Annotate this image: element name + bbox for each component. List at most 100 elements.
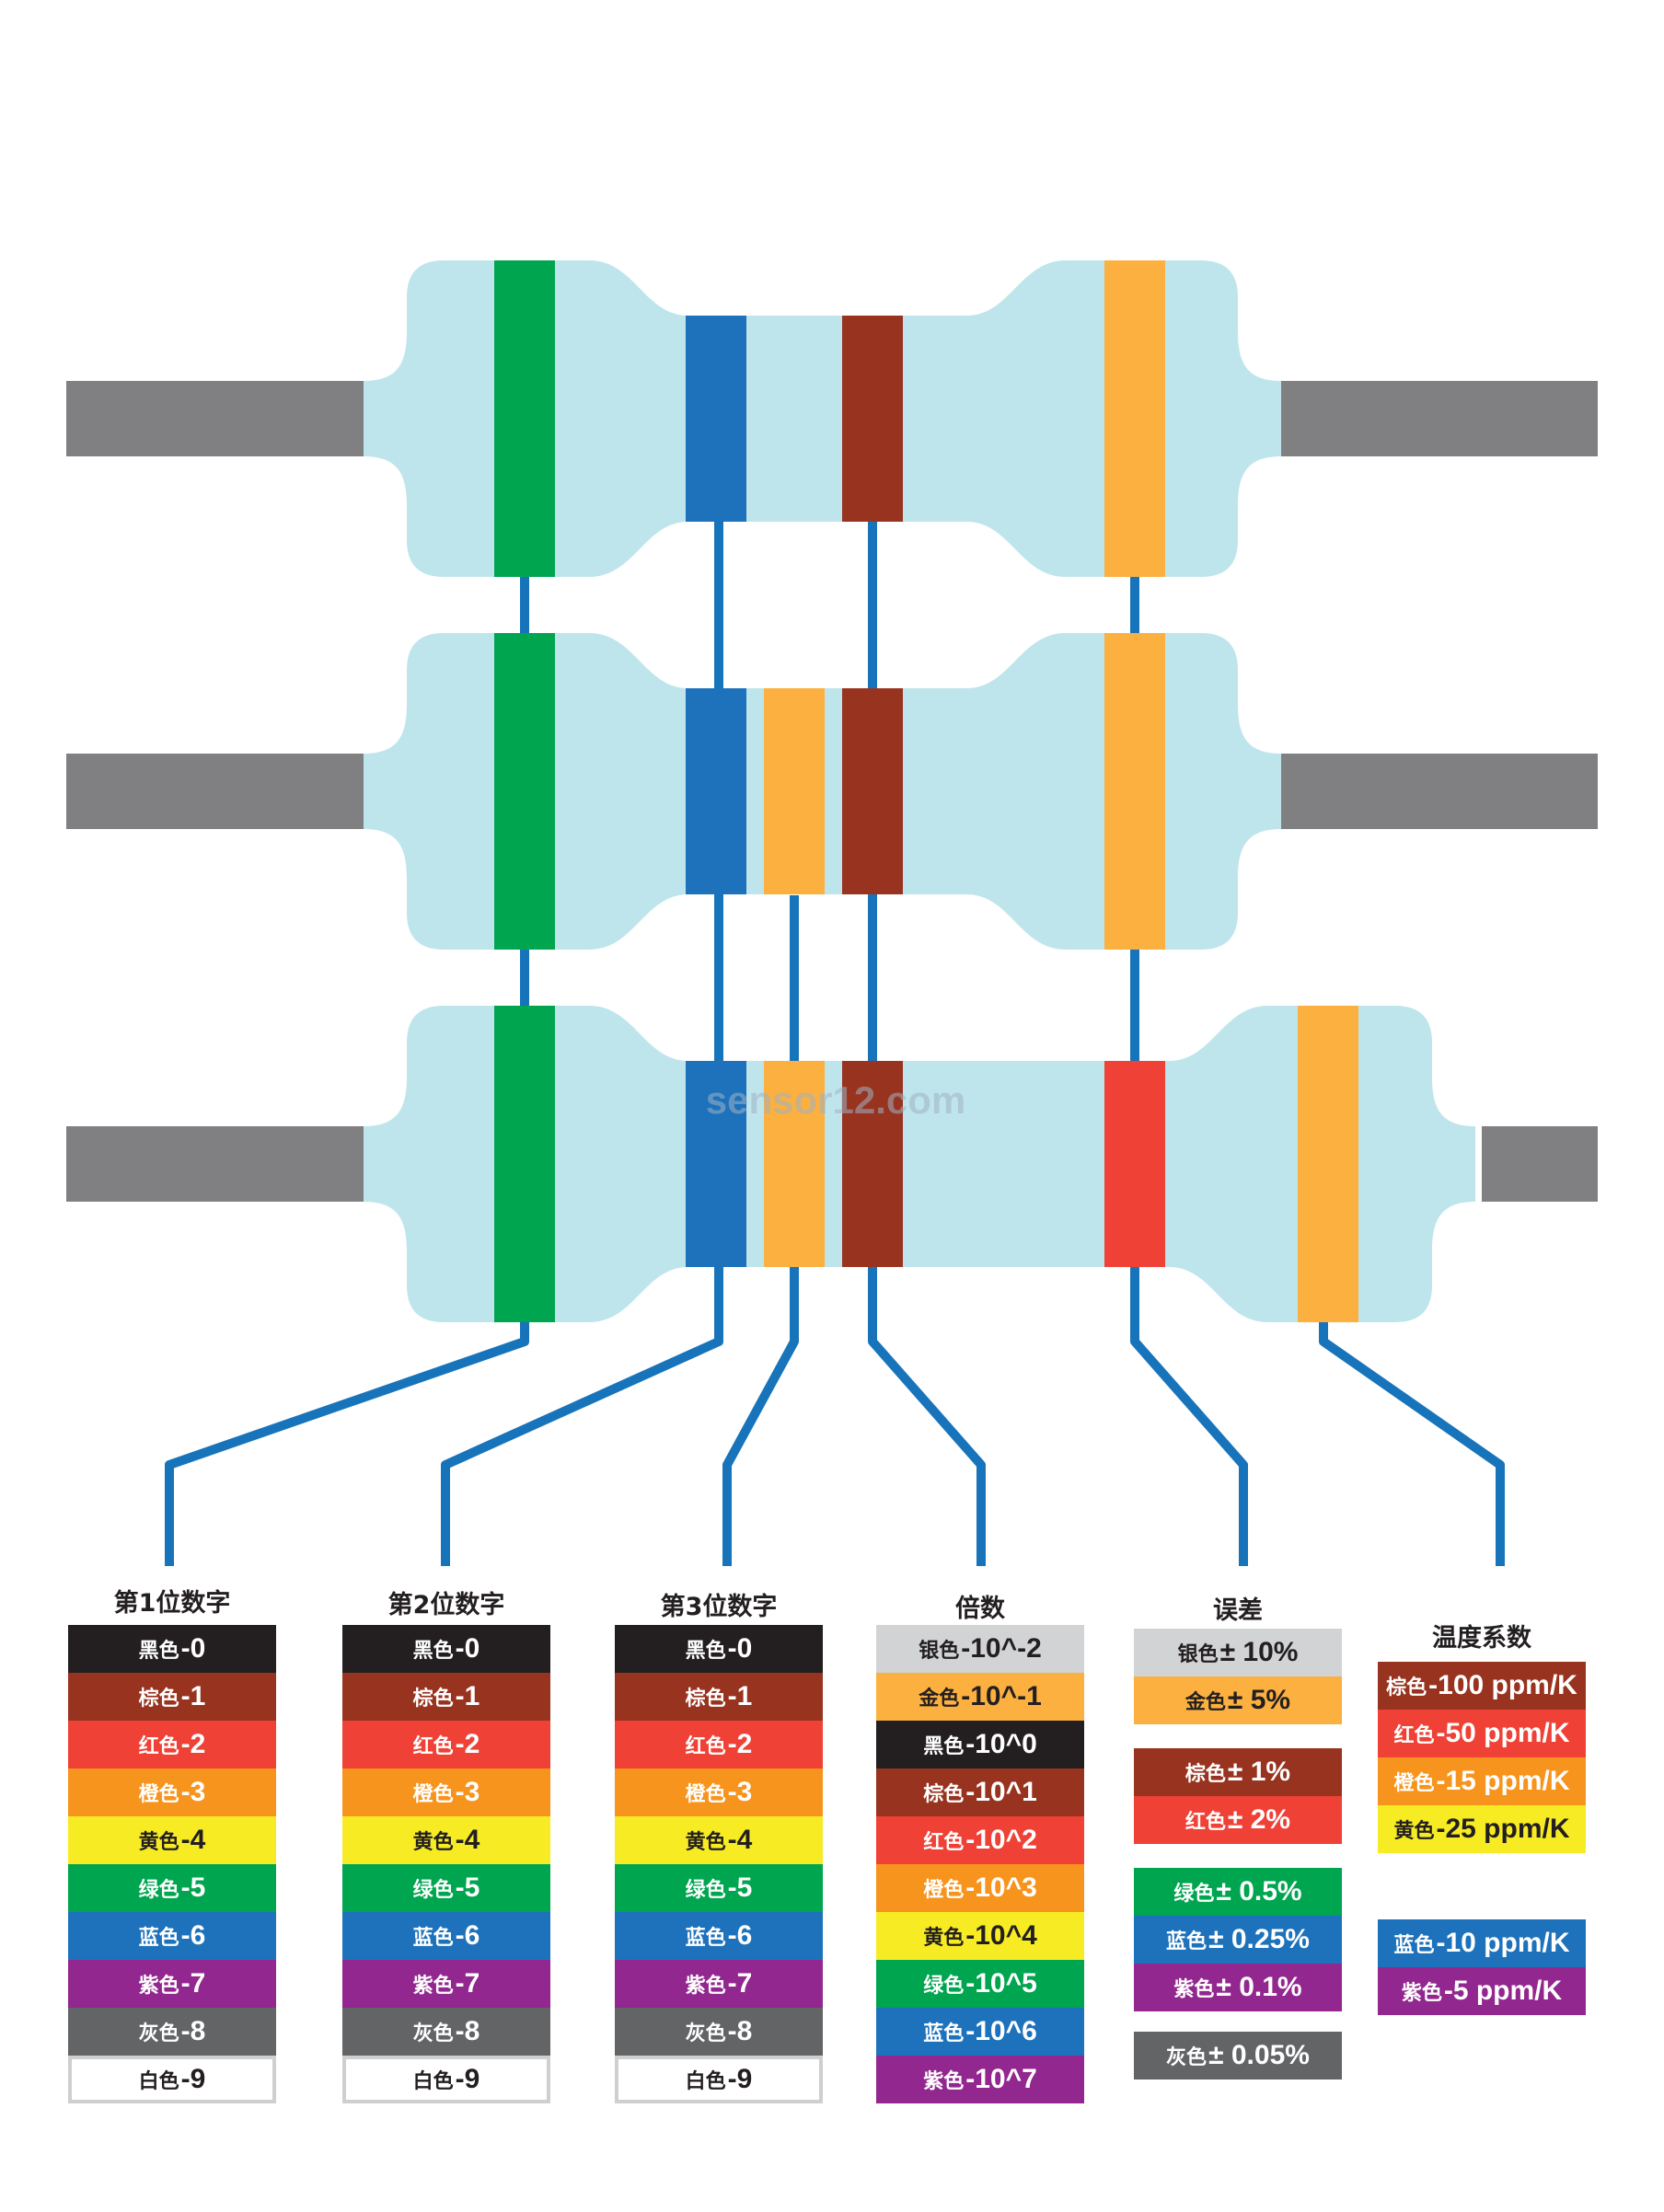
- resistor-body-4band: [364, 260, 1281, 577]
- color-code-cell: 橙色-3: [615, 1768, 823, 1816]
- color-name: 棕色: [138, 1688, 179, 1711]
- color-code-cell: 黄色-25 ppm/K: [1378, 1805, 1586, 1853]
- color-code-cell: 蓝色± 0.25%: [1134, 1916, 1342, 1964]
- color-name: 黑色: [138, 1640, 179, 1663]
- color-value: -5 ppm/K: [1443, 1976, 1563, 2006]
- color-name: 紫色: [412, 1975, 454, 1998]
- color-value: -4: [727, 1825, 753, 1855]
- color-code-cell: 蓝色-10 ppm/K: [1378, 1919, 1586, 1967]
- band-digit-3: [764, 688, 825, 894]
- color-value: -1: [180, 1681, 206, 1711]
- color-value: -0: [727, 1633, 753, 1664]
- column-title: 倍数: [955, 1595, 1005, 1623]
- band-tolerance: [1104, 260, 1165, 577]
- color-name: 黄色: [685, 1831, 726, 1854]
- color-code-cell: 紫色-7: [342, 1960, 550, 2008]
- color-value: -10^1: [965, 1777, 1037, 1807]
- color-value: -1: [727, 1681, 753, 1711]
- color-name: 橙色: [138, 1783, 179, 1806]
- color-value: -1: [455, 1681, 480, 1711]
- color-code-cell: 橙色-15 ppm/K: [1378, 1757, 1586, 1805]
- color-name: 蓝色: [685, 1927, 726, 1950]
- color-code-cell: 绿色± 0.5%: [1134, 1868, 1342, 1916]
- color-name: 蓝色: [1393, 1934, 1435, 1957]
- color-code-cell: 黄色-4: [615, 1816, 823, 1864]
- color-value: -25 ppm/K: [1436, 1814, 1570, 1844]
- color-code-cell: 白色-9: [68, 2056, 276, 2103]
- color-code-cell: 棕色-1: [615, 1673, 823, 1721]
- color-value: -2: [727, 1729, 753, 1759]
- band-digit-3: [764, 1061, 825, 1267]
- color-value: ± 10%: [1219, 1637, 1299, 1667]
- resistor-body-6band: [364, 1006, 1475, 1322]
- leader-line: [441, 1267, 723, 1566]
- color-value: -10^-2: [961, 1633, 1042, 1664]
- color-code-cell: 黑色-0: [68, 1625, 276, 1673]
- color-value: ± 2%: [1227, 1804, 1291, 1835]
- color-code-cell: 金色± 5%: [1134, 1676, 1342, 1724]
- color-value: -8: [727, 2016, 753, 2046]
- color-name: 银色: [919, 1640, 960, 1663]
- column-title: 误差: [1213, 1596, 1263, 1625]
- color-code-cell: 橙色-3: [342, 1768, 550, 1816]
- band-tolerance: [1104, 633, 1165, 950]
- color-name: 黄色: [1393, 1820, 1435, 1843]
- color-code-cell: 棕色-1: [342, 1673, 550, 1721]
- color-value: ± 1%: [1227, 1757, 1291, 1787]
- color-name: 蓝色: [1166, 1930, 1208, 1953]
- color-value: -8: [180, 2016, 206, 2046]
- leader-line: [722, 1267, 799, 1566]
- color-code-cell: 灰色-8: [615, 2008, 823, 2056]
- column-title: 第3位数字: [660, 1593, 778, 1621]
- right-lead: [1482, 1126, 1598, 1202]
- color-code-cell: 蓝色-10^6: [876, 2008, 1084, 2056]
- color-code-cell: 黑色-0: [615, 1625, 823, 1673]
- color-name: 红色: [1184, 1811, 1226, 1834]
- leader-line: [1130, 1267, 1248, 1566]
- color-code-cell: 紫色-7: [68, 1960, 276, 2008]
- color-code-cell: 棕色-100 ppm/K: [1378, 1662, 1586, 1710]
- color-value: -7: [180, 1968, 206, 1999]
- color-code-cell: 绿色-5: [342, 1864, 550, 1912]
- band-multiplier: [842, 688, 903, 894]
- color-name: 橙色: [1393, 1772, 1435, 1795]
- color-name: 棕色: [412, 1688, 454, 1711]
- color-name: 红色: [923, 1831, 965, 1854]
- color-name: 灰色: [685, 2022, 726, 2045]
- color-value: -3: [727, 1777, 753, 1807]
- color-name: 绿色: [923, 1975, 965, 1998]
- color-value: -7: [455, 1968, 480, 1999]
- color-code-cell: 灰色-8: [342, 2008, 550, 2056]
- color-value: -10^2: [965, 1825, 1037, 1855]
- color-value: -4: [455, 1825, 480, 1855]
- color-code-cell: 绿色-5: [615, 1864, 823, 1912]
- color-value: -10^4: [965, 1920, 1037, 1951]
- column-title: 温度系数: [1432, 1624, 1531, 1653]
- color-code-cell: 棕色-1: [68, 1673, 276, 1721]
- color-value: ± 0.5%: [1216, 1876, 1302, 1907]
- color-code-cell: 黄色-4: [68, 1816, 276, 1864]
- color-value: -3: [180, 1777, 206, 1807]
- color-value: -10^7: [965, 2064, 1037, 2094]
- color-value: ± 0.25%: [1208, 1924, 1310, 1954]
- color-name: 灰色: [412, 2022, 454, 2045]
- color-value: -5: [727, 1872, 753, 1903]
- color-value: -6: [727, 1920, 753, 1951]
- color-value: -10^5: [965, 1968, 1037, 1999]
- right-lead: [1281, 754, 1598, 829]
- color-name: 黄色: [412, 1831, 454, 1854]
- color-name: 黄色: [923, 1927, 965, 1950]
- color-value: ± 5%: [1227, 1685, 1291, 1715]
- color-value: -10^-1: [961, 1681, 1042, 1711]
- band-digit-1: [494, 633, 555, 950]
- band-digit-2: [686, 1061, 746, 1267]
- color-name: 紫色: [923, 2070, 965, 2093]
- color-value: -4: [180, 1825, 206, 1855]
- color-name: 黑色: [412, 1640, 454, 1663]
- color-code-cell: 白色-9: [615, 2056, 823, 2103]
- color-name: 紫色: [1173, 1978, 1215, 2001]
- color-name: 紫色: [685, 1975, 726, 1998]
- color-name: 灰色: [1166, 2046, 1208, 2069]
- color-value: -6: [180, 1920, 206, 1951]
